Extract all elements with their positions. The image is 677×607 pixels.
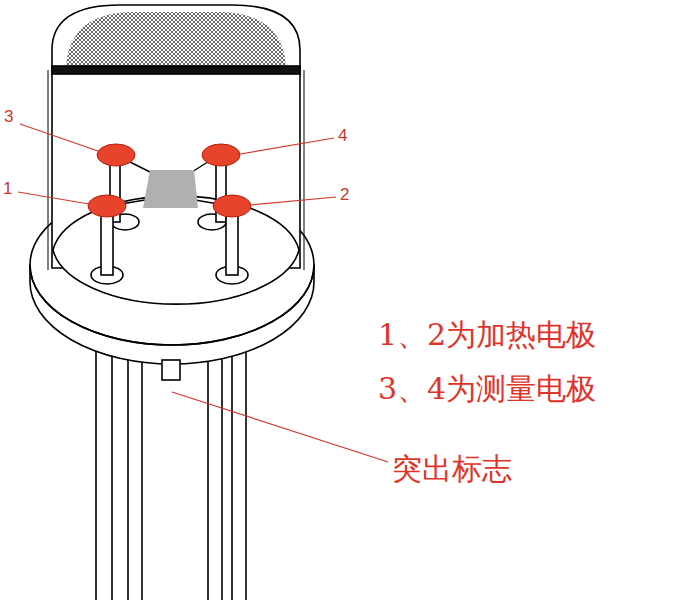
electrode-caps [88, 144, 251, 217]
callout-number: 4 [338, 127, 347, 146]
electrode-posts [91, 155, 248, 284]
part-label: 突出标志 [392, 452, 512, 485]
callout-number: 1 [3, 180, 12, 199]
sensor-can [48, 5, 304, 270]
legend-note: 1、2为加热电极 [378, 318, 596, 351]
leader-lines [18, 124, 388, 462]
sensing-element [115, 158, 224, 208]
callout-number: 3 [4, 108, 13, 127]
legend-note: 3、4为测量电极 [378, 372, 596, 405]
sensor-legs [96, 350, 246, 600]
callout-number: 2 [340, 186, 349, 205]
header-surface [53, 196, 299, 304]
